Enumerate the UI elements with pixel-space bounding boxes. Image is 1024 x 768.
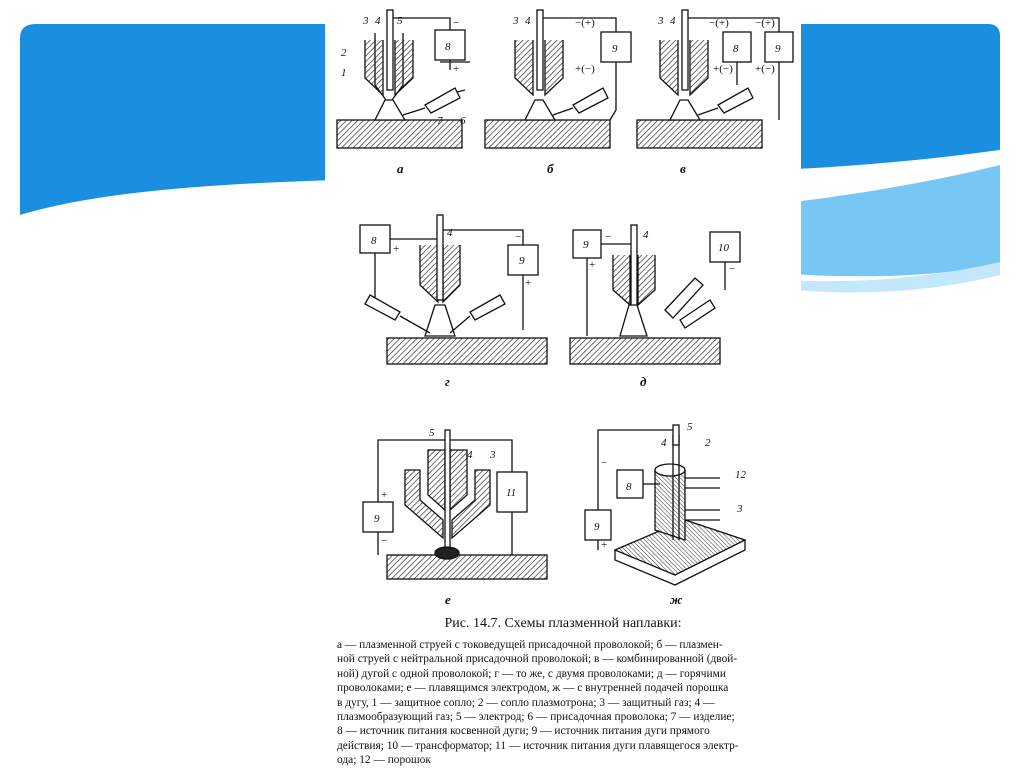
num-1-a: 1: [341, 67, 347, 79]
num-8-g: 8: [371, 235, 377, 247]
sign-plus-g2: +: [525, 277, 531, 289]
num-7-a: 7: [437, 115, 443, 127]
sign-minus-g: −: [515, 231, 521, 243]
sign-minus-plus-v1: −(+): [709, 17, 729, 29]
wave-light: [640, 262, 1000, 293]
num-11-e: 11: [506, 487, 516, 499]
panel-a-label: а: [397, 161, 404, 176]
panel-zh-label: ж: [670, 592, 683, 607]
num-4-d: 4: [643, 229, 649, 241]
num-4-zh: 4: [661, 437, 667, 449]
sign-plus-a: +: [453, 63, 459, 75]
sign-plus-d: +: [589, 259, 595, 271]
sign-minus-zh: −: [601, 457, 607, 469]
sign-minus-a: −: [453, 17, 459, 29]
num-5-zh: 5: [687, 421, 693, 433]
num-5-a: 5: [397, 15, 403, 27]
panel-d: [569, 224, 741, 365]
panel-e: [362, 429, 548, 580]
caption-line: ной струей с нейтральной присадочной про…: [337, 653, 738, 666]
num-6-a: 6: [460, 115, 466, 127]
panel-v: [636, 9, 794, 149]
sign-plus-minus-b: +(−): [575, 63, 595, 75]
num-2-zh: 2: [705, 437, 711, 449]
num-9-v: 9: [775, 43, 781, 55]
sign-minus-d2: −: [729, 263, 735, 275]
figure-caption-text: а — плазменной струей с токоведущей прис…: [337, 638, 793, 768]
sign-plus-minus-v1: +(−): [713, 63, 733, 75]
num-8-v: 8: [733, 43, 739, 55]
caption-line: действия; 10 — трансформатор; 11 — источ…: [337, 739, 739, 752]
num-3-zh: 3: [736, 503, 743, 515]
sign-minus-d: −: [605, 231, 611, 243]
num-5-e: 5: [429, 427, 435, 439]
sign-plus-zh: +: [601, 539, 607, 551]
panel-a: [336, 9, 470, 149]
figure-caption-title: Рис. 14.7. Схемы плазменной наплавки:: [444, 616, 682, 631]
caption-line: проволоками; е — плавящимся электродом, …: [337, 682, 729, 695]
document-page: а б в г д е ж 3 4 5 2 1 8 6 7 3 4 9 3 4 …: [325, 0, 801, 767]
num-3-b: 3: [512, 15, 519, 27]
num-10-d: 10: [718, 242, 730, 254]
num-3-e: 3: [489, 449, 496, 461]
sign-plus-g: +: [393, 243, 399, 255]
num-4-a: 4: [375, 15, 381, 27]
num-2-a: 2: [341, 47, 347, 59]
caption-line: ода; 12 — порошок: [337, 754, 431, 767]
caption-line: 8 — источник питания косвенной дуги; 9 —…: [337, 725, 710, 738]
caption-line: плазмообразующий газ; 5 — электрод; 6 — …: [337, 711, 735, 724]
num-9-d: 9: [583, 239, 589, 251]
num-8-a: 8: [445, 41, 451, 53]
num-3-a: 3: [362, 15, 369, 27]
sign-minus-e: −: [381, 535, 387, 547]
panel-b-label: б: [547, 161, 554, 176]
caption-line: а — плазменной струей с токоведущей прис…: [337, 639, 723, 651]
sign-minus-plus-b: −(+): [575, 17, 595, 29]
sign-minus-plus-v2: −(+): [755, 17, 775, 29]
sign-plus-e: +: [381, 489, 387, 501]
panel-d-label: д: [640, 374, 647, 389]
panel-e-label: е: [445, 592, 451, 607]
num-4-v: 4: [670, 15, 676, 27]
plasma-surfacing-figure: а б в г д е ж 3 4 5 2 1 8 6 7 3 4 9 3 4 …: [336, 9, 794, 607]
num-9-e: 9: [374, 513, 380, 525]
num-9-zh: 9: [594, 521, 600, 533]
panel-b: [484, 9, 632, 149]
num-9-g: 9: [519, 255, 525, 267]
num-3-v: 3: [657, 15, 664, 27]
num-4-e: 4: [467, 449, 473, 461]
sign-plus-minus-v2: +(−): [755, 63, 775, 75]
panel-zh: [584, 424, 747, 586]
caption-line: ной) дугой с одной проволокой; г — то же…: [337, 667, 726, 680]
panel-v-label: в: [680, 161, 686, 176]
num-4-g: 4: [447, 227, 453, 239]
num-4-b: 4: [525, 15, 531, 27]
num-8-zh: 8: [626, 481, 632, 493]
num-12-zh: 12: [735, 469, 747, 481]
caption-line: в дугу, 1 — защитное сопло; 2 — сопло пл…: [337, 696, 715, 709]
panel-g-label: г: [445, 374, 450, 389]
num-9-b: 9: [612, 43, 618, 55]
panel-g: [359, 214, 548, 365]
